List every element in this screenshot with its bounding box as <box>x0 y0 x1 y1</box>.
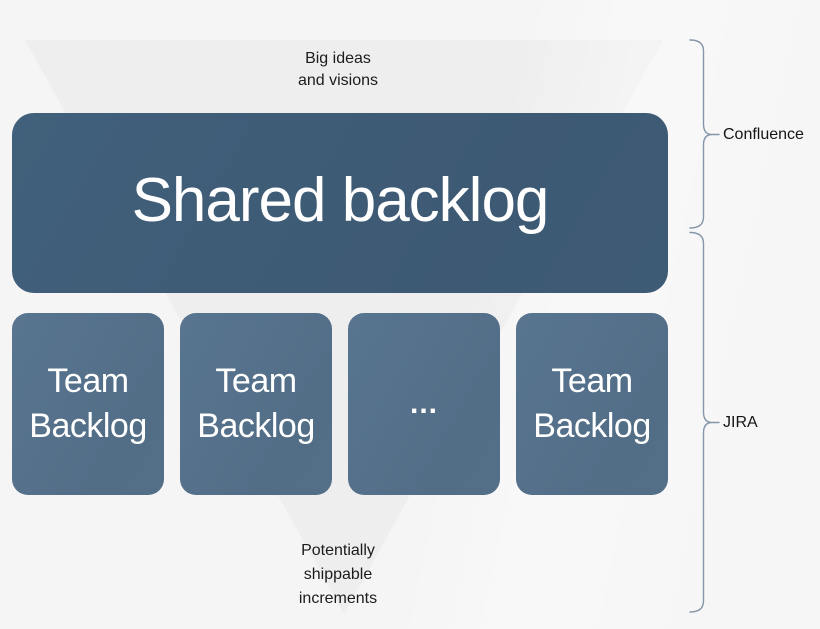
jira-label: JIRA <box>723 414 758 431</box>
top-note: Big ideas and visions <box>238 48 438 92</box>
team-backlog-label-line1: Team <box>551 362 633 400</box>
team-backlog-label-line2: Backlog <box>29 407 147 445</box>
confluence-label: Confluence <box>723 126 804 143</box>
team-backlog-label-line2: Backlog <box>197 407 315 445</box>
ellipsis-label: ... <box>409 387 438 420</box>
bottom-note-line2: shippable <box>303 566 373 583</box>
team-backlog-label-line1: Team <box>215 362 297 400</box>
bottom-note: Potentially shippable increments <box>238 539 438 611</box>
shared-backlog-label: Shared backlog <box>131 166 550 235</box>
team-backlog-label-line1: Team <box>47 362 129 400</box>
team-backlog-label-line2: Backlog <box>533 407 651 445</box>
team-backlog-box-ellipsis: ... <box>348 313 500 495</box>
jira-bracket <box>689 231 720 613</box>
bottom-note-line1: Potentially <box>301 542 375 559</box>
team-backlog-box-1: Team Backlog <box>12 313 164 495</box>
bottom-note-line3: increments <box>298 590 378 607</box>
team-backlog-box-2: Team Backlog <box>180 313 332 495</box>
shared-backlog-box: Shared backlog <box>12 113 668 293</box>
team-backlog-box-3: Team Backlog <box>516 313 668 495</box>
confluence-bracket <box>689 39 720 229</box>
top-note-line2: and visions <box>297 72 379 89</box>
top-note-line1: Big ideas <box>305 50 371 67</box>
